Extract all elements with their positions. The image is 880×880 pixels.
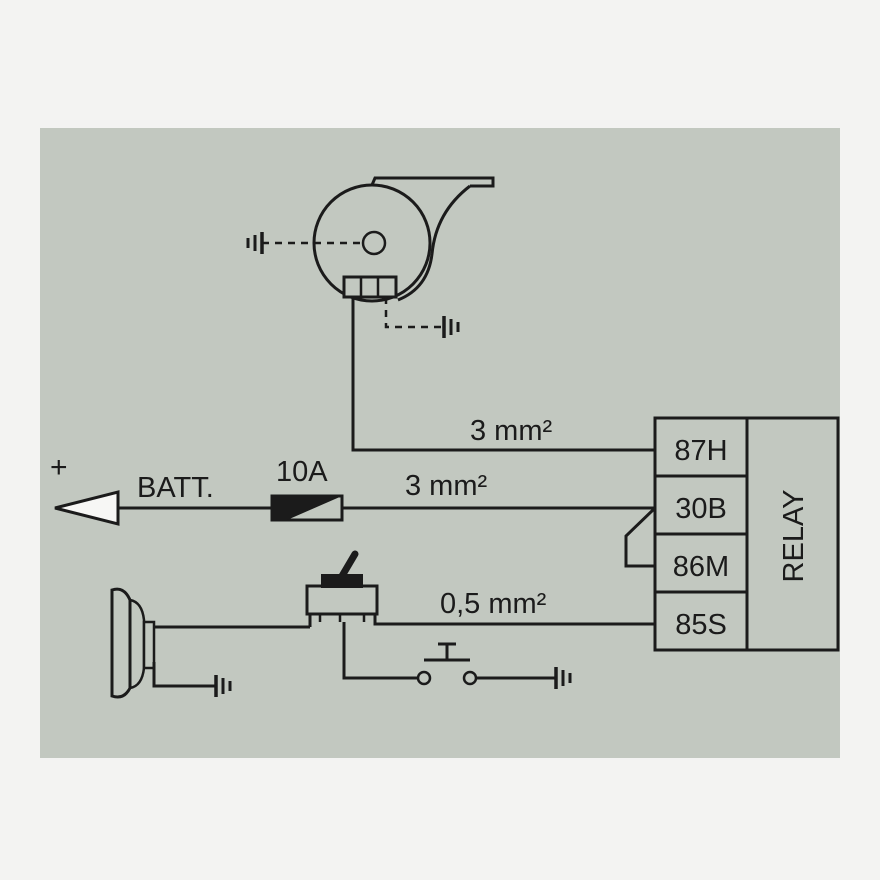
relay-terminal-85s: 85S <box>675 609 727 641</box>
lamp-ground-wire <box>152 662 216 688</box>
battery-label: BATT. <box>137 472 214 504</box>
push-button-icon <box>416 642 478 686</box>
ground-icon <box>214 675 232 697</box>
relay-label: RELAY <box>778 490 810 583</box>
toggle-switch-icon <box>305 550 379 622</box>
horn-wire <box>351 297 655 452</box>
wire-battery-label: 3 mm² <box>405 470 488 502</box>
positive-label: + <box>50 451 68 484</box>
diagram-paper <box>40 128 840 758</box>
push-button-wire <box>342 622 418 680</box>
battery-arrow-icon <box>54 490 120 526</box>
ground-icon <box>246 232 264 254</box>
switch-to-relay-wire <box>373 614 655 626</box>
horn-icon <box>312 176 495 303</box>
wire-switch-label: 0,5 mm² <box>440 588 547 620</box>
wire-horn-label: 3 mm² <box>470 415 553 447</box>
fuse-icon <box>270 494 344 522</box>
ground-icon <box>442 316 460 338</box>
relay-terminal-30b: 30B <box>675 493 727 525</box>
relay <box>653 416 840 652</box>
horn-case-ground-wire <box>384 297 444 329</box>
relay-bridge-wire <box>624 506 657 568</box>
ground-icon <box>554 667 572 689</box>
relay-terminal-86m: 86M <box>673 551 729 583</box>
relay-terminal-87h: 87H <box>674 435 727 467</box>
lamp-icon <box>110 587 156 699</box>
fuse-label: 10A <box>276 456 328 488</box>
